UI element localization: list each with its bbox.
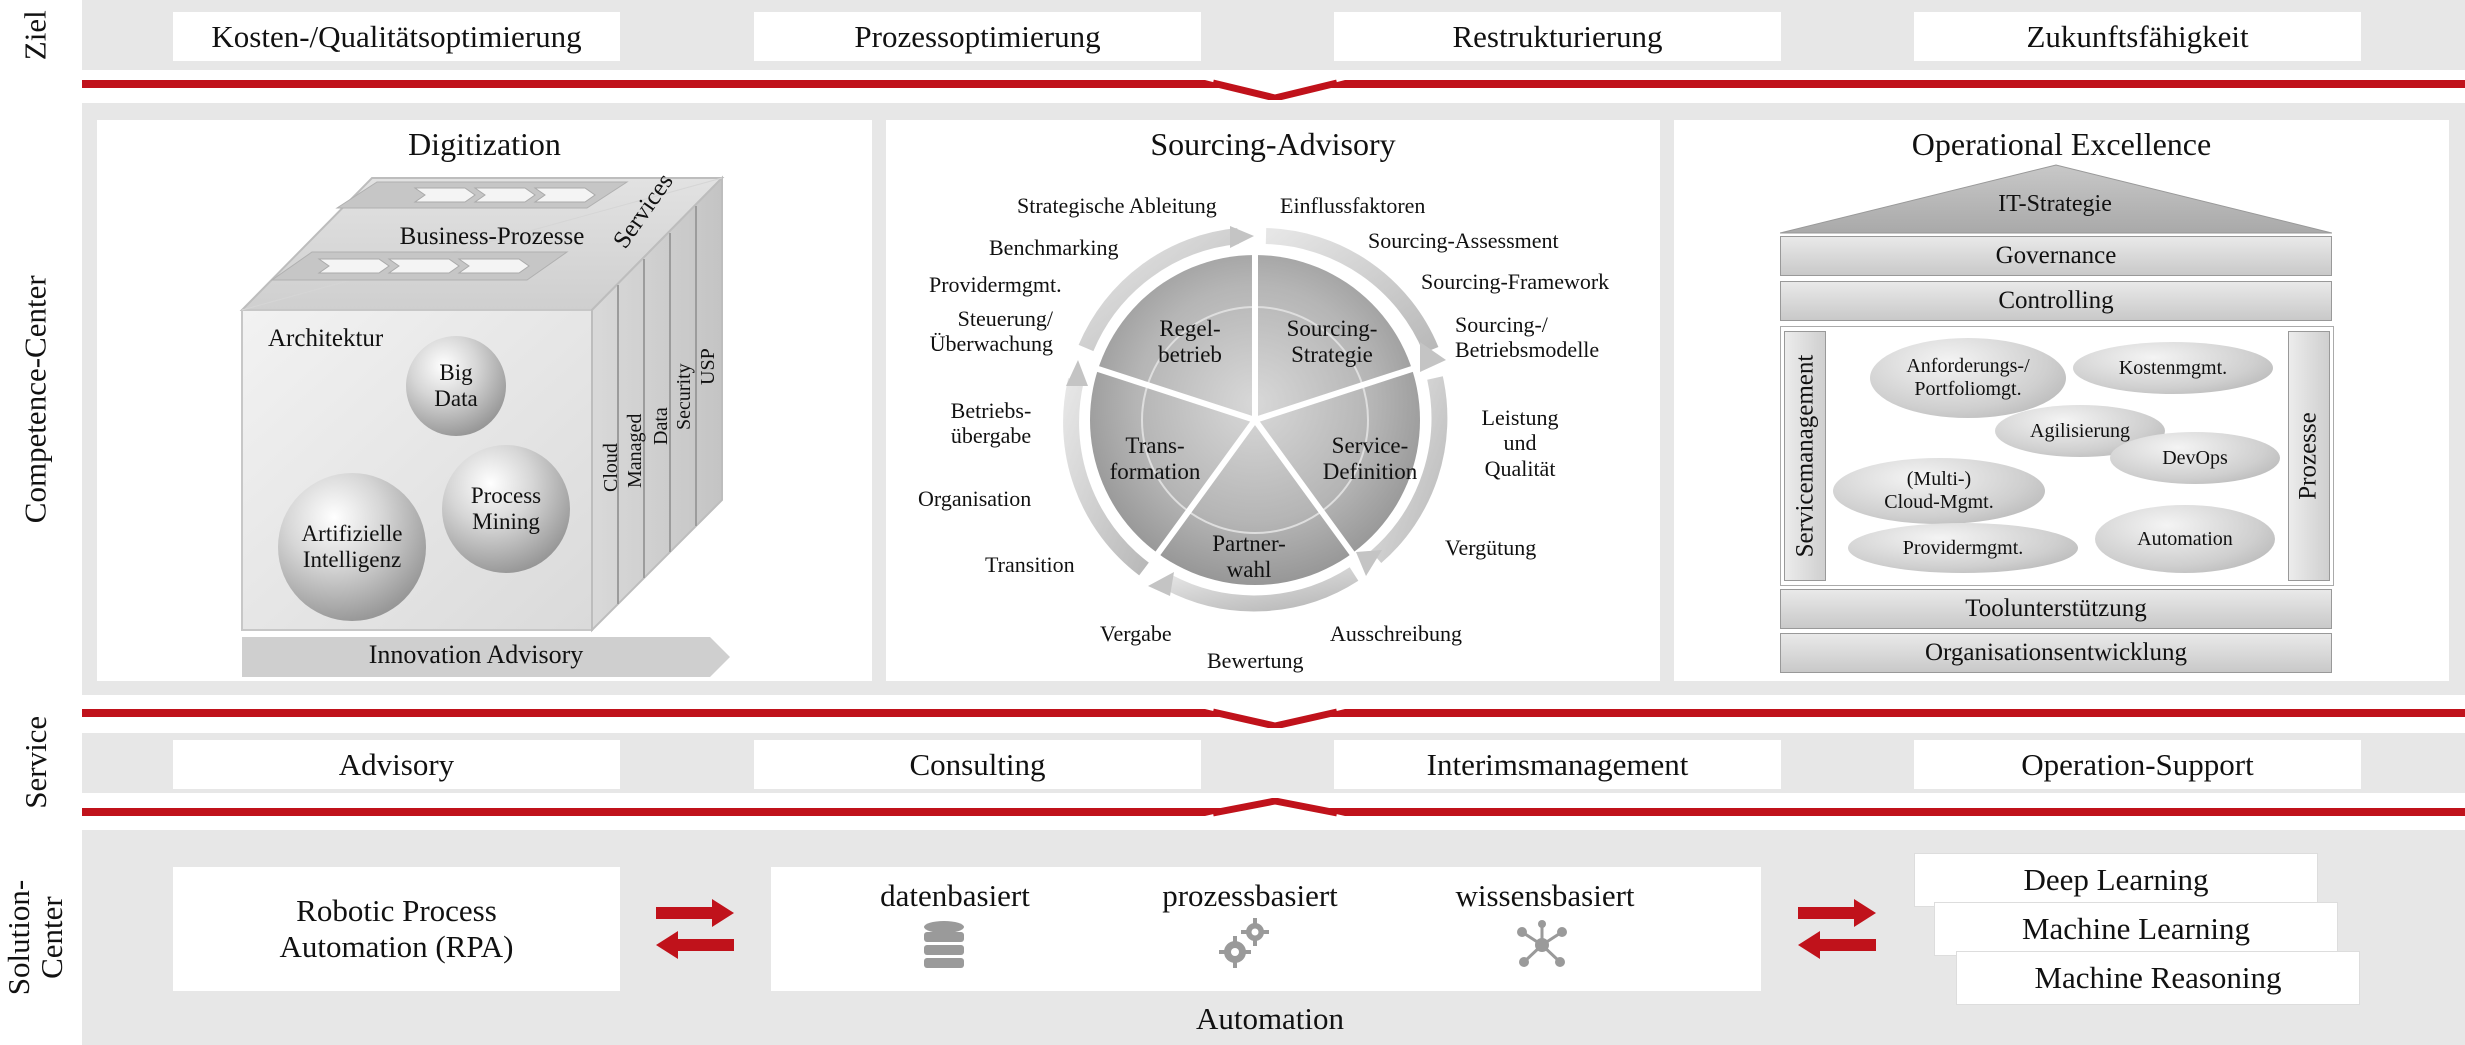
service-col-usp: USP [697, 348, 719, 385]
learning-reasoning: Machine Reasoning [1956, 951, 2360, 1005]
ellipse-anforderungs: Anforderungs-/ Portfoliomgt. [1870, 338, 2066, 418]
servicemanagement-label: Servicemanagement [1784, 331, 1826, 581]
bar-governance: Governance [1780, 236, 2332, 276]
solution-label: Solution- Center [1, 879, 69, 996]
gears-icon [1219, 918, 1269, 968]
ellipse-kostenmgmt: Kostenmgmt. [2073, 342, 2273, 394]
learning-machine: Machine Learning [1934, 902, 2338, 956]
opex-roof [1780, 164, 2332, 234]
arrows-right [1798, 899, 1876, 959]
prozesse-label: Prozesse [2288, 331, 2330, 581]
ellipse-agilisierung: Agilisierung [1995, 405, 2165, 457]
service-item-advisory: Advisory [173, 740, 620, 789]
bar-controlling: Controlling [1780, 281, 2332, 321]
service-col-managed: Managed [624, 413, 646, 488]
label-verguetung: Vergütung [1445, 535, 1537, 560]
service-col-cloud: Cloud [600, 443, 622, 492]
label-betriebsuebergabe: Betriebs- übergabe [950, 398, 1032, 449]
network-icon [1517, 920, 1567, 967]
ellipse-devops: DevOps [2110, 432, 2280, 484]
innovation-advisory-label: Innovation Advisory [368, 640, 584, 669]
label-organisation: Organisation [918, 486, 1032, 511]
segment-partnerwahl: Partner- wahl [1212, 531, 1286, 583]
label-benchmarking: Benchmarking [989, 235, 1119, 260]
label-providermgmt: Providermgmt. [929, 272, 1062, 297]
separator-2-chevron [1205, 708, 1345, 728]
segment-service-definition: Service- Definition [1322, 433, 1418, 485]
label-strategische-ableitung: Strategische Ableitung [1017, 193, 1217, 218]
database-icon [924, 921, 964, 968]
ellipse-providermgmt: Providermgmt. [1848, 523, 2078, 573]
label-ausschreibung: Ausschreibung [1330, 621, 1462, 646]
automation-type-wissen: wissensbasiert [1455, 878, 1635, 913]
sphere-ai: Artifizielle Intelligenz [278, 473, 426, 621]
automation-label: Automation [1195, 1001, 1345, 1036]
label-vergabe: Vergabe [1100, 621, 1172, 646]
bar-organisationsentwicklung: Organisationsentwicklung [1780, 633, 2332, 673]
segment-regelbetrieb: Regel- betrieb [1158, 316, 1222, 368]
business-processes-label: Business-Prozesse [399, 223, 585, 250]
service-col-data: Data [650, 407, 672, 445]
ziel-item-3: Restrukturierung [1334, 12, 1781, 61]
digitization-title: Digitization [408, 126, 561, 162]
label-steuerung: Steuerung/ Überwachung [929, 306, 1053, 357]
sourcing-title: Sourcing-Advisory [1150, 126, 1396, 162]
learning-deep: Deep Learning [1914, 853, 2318, 907]
ziel-label: Ziel [17, 10, 53, 60]
automation-type-daten: datenbasiert [880, 878, 1030, 913]
label-bewertung: Bewertung [1207, 648, 1304, 673]
service-item-interim: Interimsmanagement [1334, 740, 1781, 789]
segment-sourcing-strategie: Sourcing- Strategie [1286, 316, 1378, 368]
architektur-label: Architektur [268, 325, 384, 352]
label-sourcing-betriebsmodelle: Sourcing-/ Betriebsmodelle [1455, 312, 1600, 363]
automation-type-prozess: prozessbasiert [1162, 878, 1338, 913]
arrows-left [656, 899, 734, 959]
ziel-item-1: Kosten-/Qualitätsoptimierung [173, 12, 620, 61]
service-col-security: Security [673, 363, 695, 430]
separator-3-chevron [1205, 798, 1345, 817]
service-item-operation-support: Operation-Support [1914, 740, 2361, 789]
label-einflussfaktoren: Einflussfaktoren [1280, 193, 1426, 218]
bar-toolunterstuetzung: Toolunterstützung [1780, 589, 2332, 629]
sphere-process-mining: Process Mining [442, 445, 570, 573]
label-transition: Transition [985, 552, 1075, 577]
sourcing-wheel [1063, 226, 1448, 612]
opex-title: Operational Excellence [1911, 126, 2212, 162]
roof-it-strategie: IT-Strategie [1998, 191, 2112, 217]
ellipse-cloud-mgmt: (Multi-) Cloud-Mgmt. [1833, 458, 2045, 524]
sphere-big-data: Big Data [406, 336, 506, 436]
ziel-item-2: Prozessoptimierung [754, 12, 1201, 61]
competence-label: Competence-Center [17, 275, 53, 523]
ellipse-automation: Automation [2095, 505, 2275, 573]
service-label: Service [17, 716, 53, 809]
label-sourcing-framework: Sourcing-Framework [1421, 269, 1610, 294]
separator-1-chevron [1205, 79, 1345, 100]
label-leistung-qualitaet: Leistung und Qualität [1481, 405, 1559, 481]
ziel-item-4: Zukunftsfähigkeit [1914, 12, 2361, 61]
label-sourcing-assessment: Sourcing-Assessment [1368, 228, 1559, 253]
service-item-consulting: Consulting [754, 740, 1201, 789]
segment-transformation: Trans- formation [1109, 433, 1201, 485]
rpa-box: Robotic Process Automation (RPA) [173, 867, 620, 991]
